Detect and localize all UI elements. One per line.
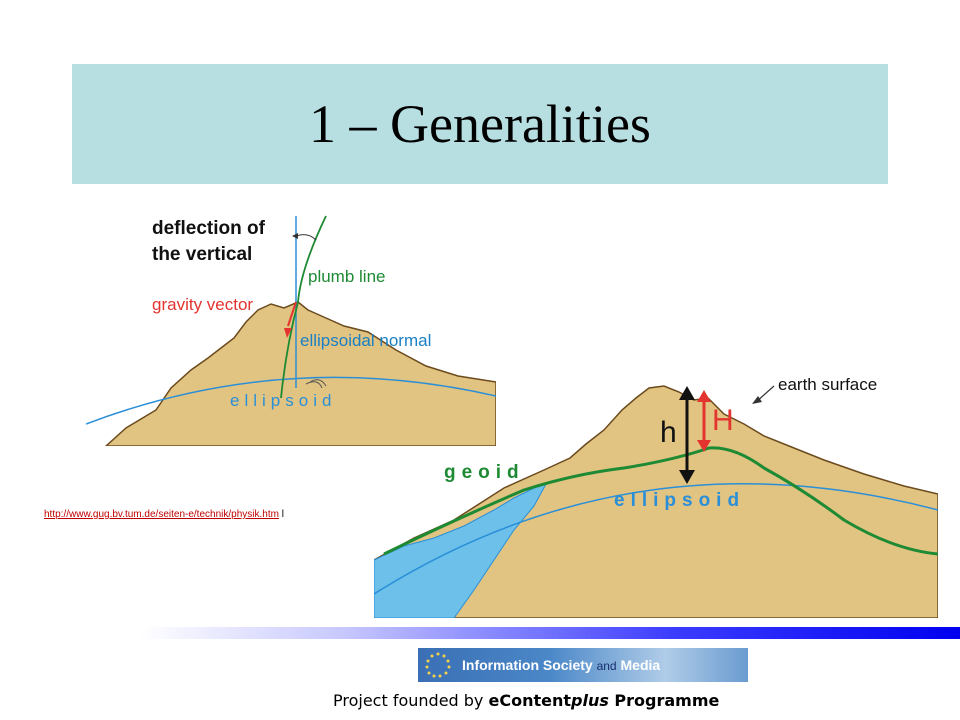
- label-deflection-line2: the vertical: [152, 244, 252, 265]
- slide-title: 1 – Generalities: [309, 94, 651, 154]
- H-arrowhead-top: [697, 390, 711, 402]
- footer-brand1: eContent: [488, 691, 571, 710]
- banner-part2: and: [596, 659, 617, 673]
- ellipsoid-arc: [86, 376, 496, 425]
- label-ellipsoid-2: ellipsoid: [614, 490, 745, 511]
- h-arrowhead-bottom: [679, 470, 695, 484]
- label-geoid: geoid: [444, 462, 525, 483]
- gravity-arrow: [287, 301, 297, 327]
- gravity-curve: [280, 215, 327, 399]
- label-H: H: [712, 404, 734, 437]
- label-plumb-line: plumb line: [308, 267, 386, 286]
- deflection-angle-arrowhead: [292, 233, 298, 239]
- label-h: h: [660, 416, 677, 449]
- geoid-curve: [383, 446, 938, 556]
- label-ellipsoidal-normal: ellipsoidal normal: [300, 331, 431, 350]
- eu-stars-icon: [425, 652, 451, 678]
- h-arrowhead-top: [679, 386, 695, 400]
- deflection-angle-arc: [295, 234, 317, 241]
- geoid-diagram: earth surface H h geoid ellipsoid: [374, 375, 938, 618]
- source-link[interactable]: http://www.gug.bv.tum.de/seiten-e/techni…: [44, 509, 279, 520]
- footer-suffix: Programme: [608, 691, 720, 710]
- label-ellipsoid-1: ellipsoid: [230, 391, 336, 410]
- banner-part1: Information Society: [462, 657, 593, 673]
- footer-brand2: plus: [571, 691, 609, 710]
- normal-angle-marks: [305, 379, 327, 389]
- source-suffix: l: [281, 509, 284, 520]
- ist-banner-logo: Information Society and Media: [418, 648, 748, 682]
- banner-part3: Media: [620, 657, 661, 673]
- earth-surface-pointer-head: [752, 396, 762, 404]
- label-gravity-vector: gravity vector: [152, 295, 253, 314]
- banner-text: Information Society and Media: [458, 657, 660, 673]
- source-url-line: http://www.gug.bv.tum.de/seiten-e/techni…: [44, 509, 284, 520]
- footer-gradient-bar: [140, 627, 960, 639]
- H-arrowhead-bottom: [697, 440, 711, 452]
- terrain-shape: [104, 301, 496, 446]
- ellipsoid-arc-2: [374, 483, 938, 595]
- footer-caption: Project founded by eContentplus Programm…: [333, 691, 719, 710]
- label-deflection-line1: deflection of: [152, 218, 266, 239]
- deflection-diagram: deflection of the vertical plumb line gr…: [86, 215, 496, 446]
- label-earth-surface: earth surface: [778, 375, 877, 394]
- title-band: 1 – Generalities: [72, 64, 888, 184]
- gravity-arrowhead: [284, 328, 292, 338]
- footer-prefix: Project founded by: [333, 691, 489, 710]
